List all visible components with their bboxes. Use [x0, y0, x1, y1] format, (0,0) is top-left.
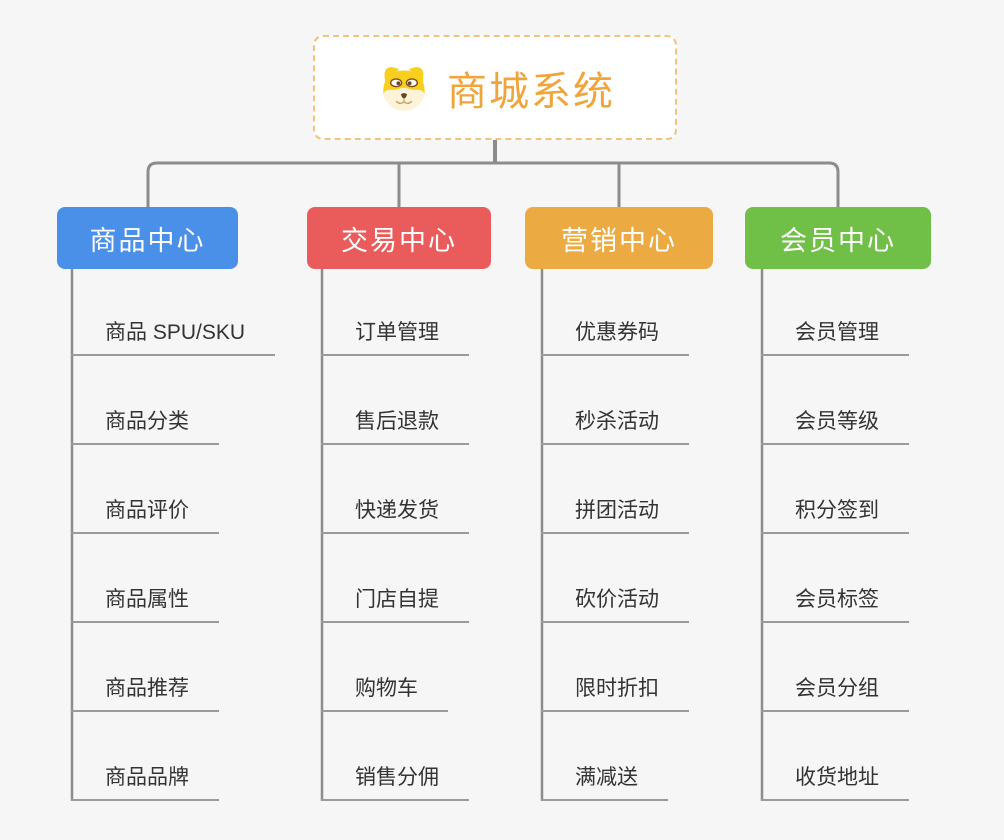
leaf-member-level[interactable]: 会员等级 [761, 401, 909, 445]
leaf-flash-sale[interactable]: 秒杀活动 [541, 401, 689, 445]
leaf-shopping-cart[interactable]: 购物车 [321, 668, 448, 712]
leaf-coupon-code[interactable]: 优惠券码 [541, 312, 689, 356]
leaf-aftersale-refund[interactable]: 售后退款 [321, 401, 469, 445]
branch-header-label: 会员中心 [780, 225, 896, 256]
leaf-points-checkin[interactable]: 积分签到 [761, 490, 909, 534]
dog-face-icon [383, 66, 425, 111]
branch-header-label: 交易中心 [341, 225, 457, 256]
leaf-sales-commission[interactable]: 销售分佣 [321, 757, 469, 801]
branch-header-member-center[interactable]: 会员中心 [745, 207, 931, 269]
leaf-bargain-activity[interactable]: 砍价活动 [541, 579, 689, 623]
leaf-product-category[interactable]: 商品分类 [71, 401, 219, 445]
leaf-member-tag[interactable]: 会员标签 [761, 579, 909, 623]
branch-header-marketing-center[interactable]: 营销中心 [525, 207, 713, 269]
leaf-order-management[interactable]: 订单管理 [321, 312, 469, 356]
leaf-member-management[interactable]: 会员管理 [761, 312, 909, 356]
leaf-product-review[interactable]: 商品评价 [71, 490, 219, 534]
leaf-group-buy[interactable]: 拼团活动 [541, 490, 689, 534]
leaf-product-spu-sku[interactable]: 商品 SPU/SKU [71, 312, 276, 356]
root-node[interactable]: 商城系统 [313, 35, 677, 140]
leaf-full-reduction[interactable]: 满减送 [541, 757, 668, 801]
leaf-product-recommend[interactable]: 商品推荐 [71, 668, 219, 712]
leaf-product-attribute[interactable]: 商品属性 [71, 579, 219, 623]
branch-header-trade-center[interactable]: 交易中心 [307, 207, 491, 269]
leaf-member-group[interactable]: 会员分组 [761, 668, 909, 712]
leaf-limited-time-discount[interactable]: 限时折扣 [541, 668, 689, 712]
branch-header-label: 营销中心 [561, 225, 677, 256]
leaf-shipping-address[interactable]: 收货地址 [761, 757, 909, 801]
leaf-product-brand[interactable]: 商品品牌 [71, 757, 219, 801]
branch-header-product-center[interactable]: 商品中心 [57, 207, 238, 269]
root-title: 商城系统 [447, 69, 615, 114]
leaf-express-delivery[interactable]: 快递发货 [321, 490, 469, 534]
leaf-store-pickup[interactable]: 门店自提 [321, 579, 469, 623]
branch-header-label: 商品中心 [89, 225, 206, 256]
